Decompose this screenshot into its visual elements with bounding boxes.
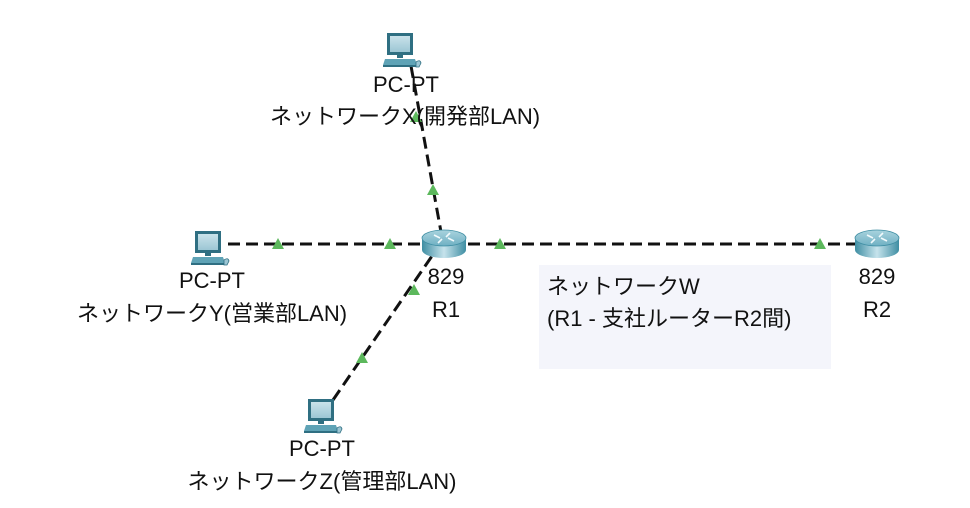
link-up-marker bbox=[272, 238, 284, 249]
network-w-note[interactable]: ネットワークW (R1 - 支社ルーターR2間) bbox=[539, 265, 831, 369]
link-up-marker bbox=[356, 352, 368, 363]
pc-z-name-label: ネットワークZ(管理部LAN) bbox=[187, 469, 457, 494]
link-up-marker bbox=[427, 184, 439, 195]
pc-x-model-label: PC-PT bbox=[373, 72, 439, 97]
link-up-marker bbox=[814, 238, 826, 249]
link-pcz-r1[interactable] bbox=[331, 255, 434, 401]
pc-icon-z[interactable] bbox=[303, 398, 343, 434]
r2-name-label: R2 bbox=[862, 297, 892, 322]
pc-icon-y[interactable] bbox=[190, 230, 230, 266]
router-icon-r1[interactable] bbox=[421, 229, 467, 259]
pc-y-name-label: ネットワークY(営業部LAN) bbox=[76, 301, 348, 326]
link-status-markers bbox=[272, 111, 826, 363]
r1-name-label: R1 bbox=[431, 297, 461, 322]
link-up-marker bbox=[494, 238, 506, 249]
link-up-marker bbox=[408, 284, 420, 295]
link-pcx-r1[interactable] bbox=[409, 65, 443, 233]
note-line-1: ネットワークW bbox=[547, 274, 700, 299]
link-up-marker bbox=[410, 111, 422, 122]
pc-y-model-label: PC-PT bbox=[179, 268, 245, 293]
pc-z-model-label: PC-PT bbox=[289, 436, 355, 461]
router-icon-r2[interactable] bbox=[854, 229, 900, 259]
r2-model-label: 829 bbox=[858, 264, 896, 289]
note-line-2: (R1 - 支社ルーターR2間) bbox=[547, 306, 792, 331]
pc-icon-x[interactable] bbox=[382, 32, 422, 68]
r1-model-label: 829 bbox=[427, 264, 465, 289]
pc-x-name-label: ネットワークX(開発部LAN) bbox=[269, 104, 541, 129]
link-up-marker bbox=[384, 238, 396, 249]
